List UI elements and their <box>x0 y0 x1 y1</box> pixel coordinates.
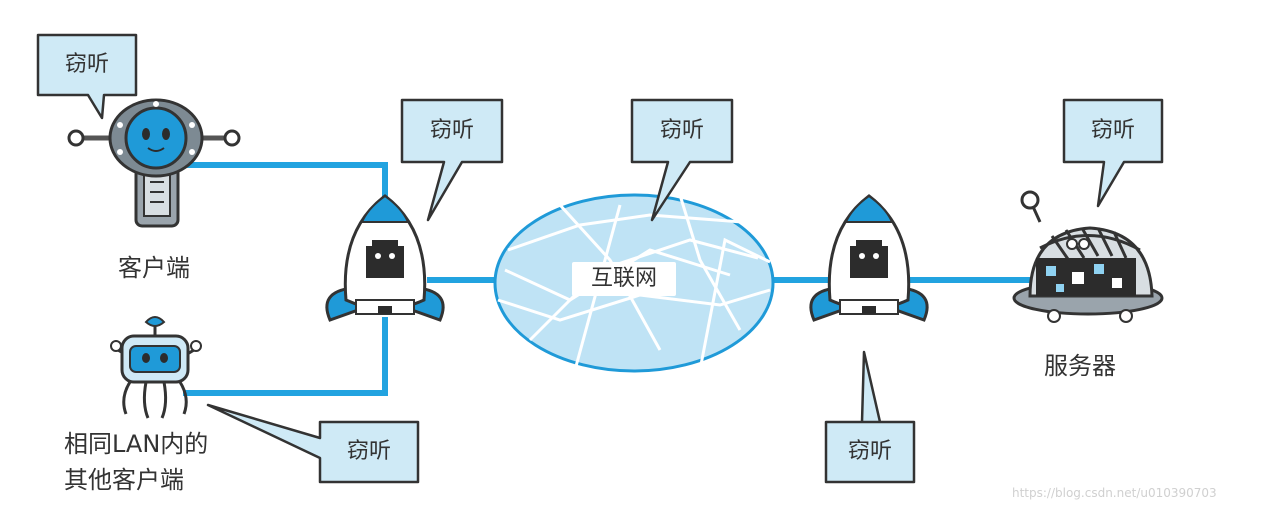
watermark-text: https://blog.csdn.net/u010390703 <box>1012 486 1217 500</box>
client-eavesdrop-label: 窃听 <box>64 52 109 77</box>
internet-label: 互联网 <box>572 262 676 296</box>
internet-bubble-shape <box>630 98 734 222</box>
lan-client-label-line2: 其他客户端 <box>64 466 184 494</box>
right-rocket-router-icon <box>809 194 929 322</box>
router-left-eavesdrop-label: 窃听 <box>429 118 474 143</box>
server-label: 服务器 <box>1044 352 1116 380</box>
left-rocket-router-icon <box>325 194 445 322</box>
router-left-bubble-shape <box>400 98 504 222</box>
internet-eavesdrop-label: 窃听 <box>659 118 704 143</box>
server-eavesdrop-label: 窃听 <box>1090 118 1135 143</box>
lan-client-bubble-shape <box>206 403 420 484</box>
client-label: 客户端 <box>118 254 190 282</box>
router-right-eavesdrop-label: 窃听 <box>847 439 892 464</box>
lan-client-eavesdrop-label: 窃听 <box>346 439 391 464</box>
lan-client-label-line1: 相同LAN内的 <box>64 430 209 458</box>
client-robot-icon <box>67 98 241 228</box>
server-bubble-shape <box>1062 98 1164 208</box>
server-robot-icon <box>1012 190 1164 323</box>
router-right-bubble-shape <box>824 350 916 484</box>
lan-client-robot-icon <box>110 316 202 419</box>
lan-client-to-router-line <box>183 317 388 396</box>
speech-bubbles <box>36 33 1164 484</box>
client-bubble-shape <box>36 33 138 120</box>
client-to-router-line <box>183 162 388 233</box>
